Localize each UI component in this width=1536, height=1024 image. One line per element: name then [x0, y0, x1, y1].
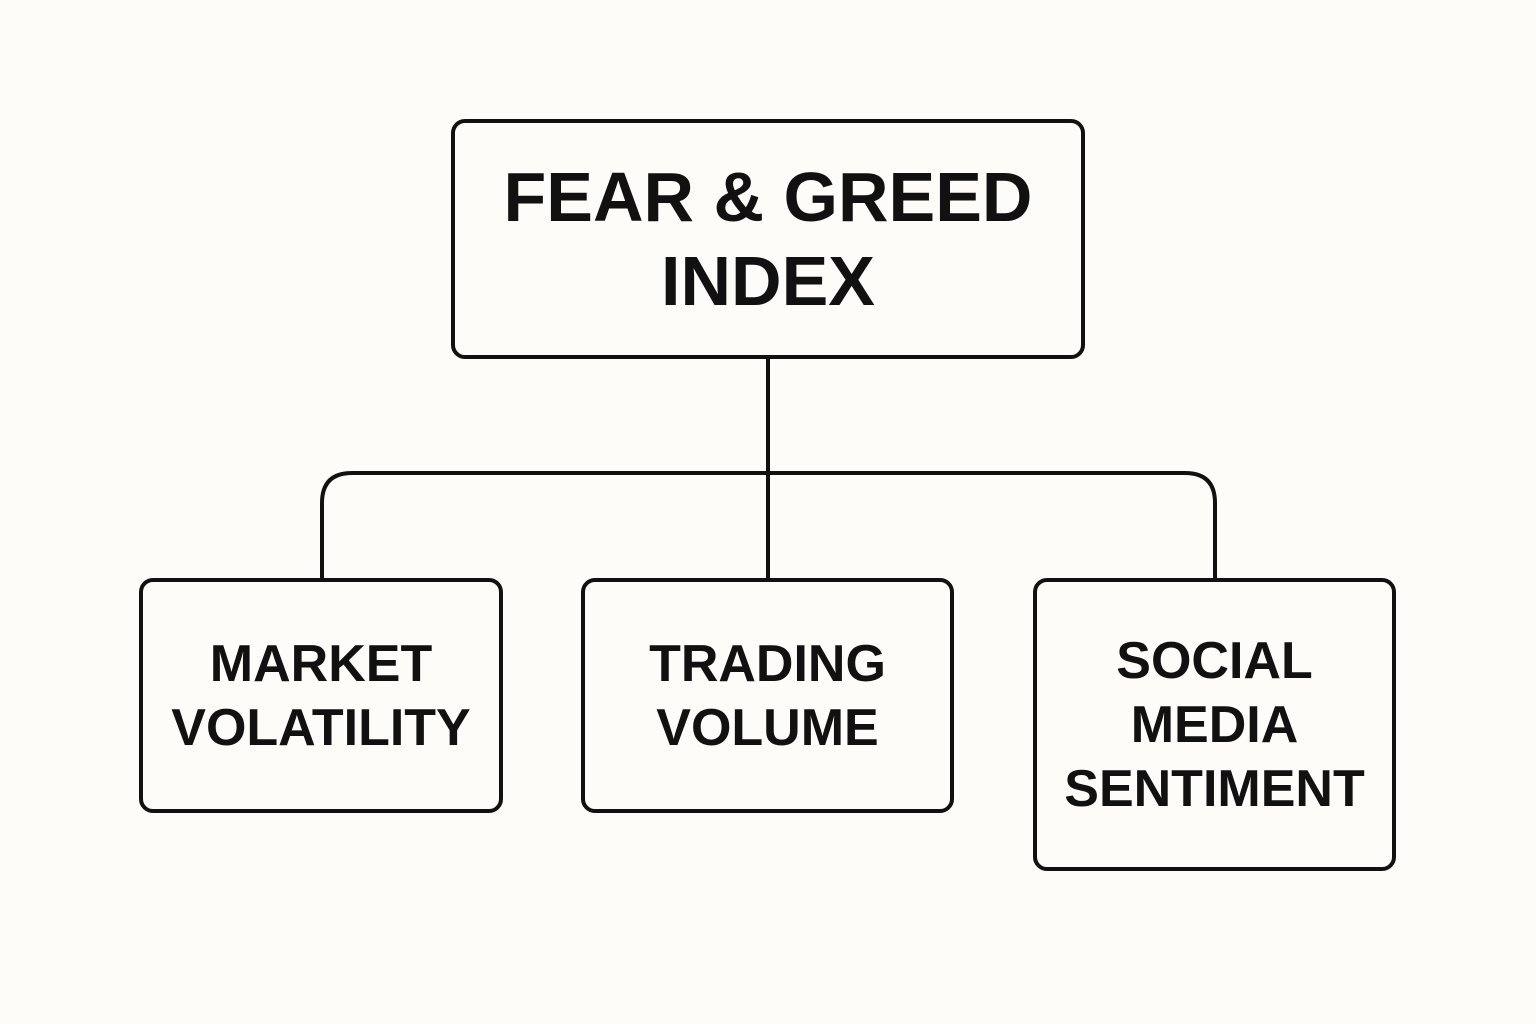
child-node-trading-volume: TRADING VOLUME	[581, 578, 954, 813]
root-node-fear-greed-index: FEAR & GREED INDEX	[451, 119, 1085, 359]
child-node-label-line-3: SENTIMENT	[1064, 759, 1365, 818]
child-node-label-line-2: VOLATILITY	[171, 698, 471, 757]
child-node-social-media-sentiment: SOCIAL MEDIA SENTIMENT	[1033, 578, 1396, 871]
child-node-label-line-1: SOCIAL	[1116, 631, 1313, 690]
child-node-label-line-1: TRADING	[649, 634, 886, 693]
child-node-label-line-2: MEDIA	[1130, 695, 1299, 754]
root-node-label-line-2: INDEX	[661, 242, 875, 320]
child-node-market-volatility: MARKET VOLATILITY	[139, 578, 503, 813]
child-node-label-line-1: MARKET	[209, 634, 433, 693]
root-node-label-line-1: FEAR & GREED	[503, 158, 1033, 236]
child-node-label-line-2: VOLUME	[656, 698, 879, 757]
